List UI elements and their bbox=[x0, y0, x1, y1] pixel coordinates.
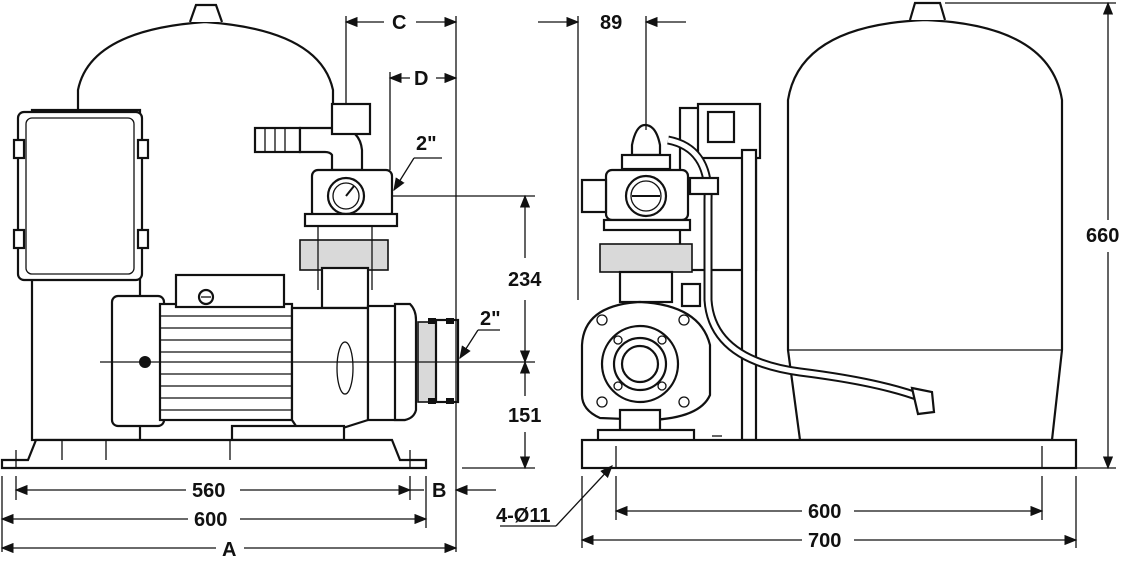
outlet-flange bbox=[434, 318, 460, 404]
motor-end-cap bbox=[110, 294, 166, 428]
dimension-600-left-label: 600 bbox=[194, 509, 227, 531]
pump-casing bbox=[290, 306, 370, 434]
control-box-door bbox=[25, 117, 135, 275]
dimension-d-label: D bbox=[414, 68, 428, 90]
hose-end-fitting bbox=[910, 386, 936, 416]
dimension-c-label: C bbox=[392, 12, 406, 34]
dimension-151-label: 151 bbox=[508, 405, 541, 427]
dimension-a-label: A bbox=[222, 539, 236, 561]
top-cap bbox=[630, 123, 662, 157]
pump-foot bbox=[230, 424, 346, 442]
pressure-switch-side bbox=[330, 102, 372, 136]
terminal-box bbox=[174, 273, 286, 309]
motor-fins bbox=[160, 315, 292, 411]
dimension-560-label: 560 bbox=[192, 480, 225, 502]
control-box-latch-bottom bbox=[136, 228, 150, 250]
side-view-dimensions: C D 2" 2" 234 151 560 B bbox=[0, 12, 542, 561]
tank-top-nozzle bbox=[188, 3, 224, 23]
mounting-holes-label: 4-Ø11 bbox=[496, 505, 550, 527]
dimension-700-label: 700 bbox=[808, 530, 841, 552]
dimension-89-label: 89 bbox=[600, 12, 622, 34]
control-box-latch-top bbox=[136, 138, 150, 160]
dimension-234-label: 234 bbox=[508, 269, 542, 291]
side-gauge-port bbox=[580, 178, 608, 214]
outlet-size-label: 2" bbox=[480, 308, 501, 330]
tank-front bbox=[786, 18, 1064, 442]
control-box-hinge-bottom bbox=[12, 228, 26, 250]
side-view bbox=[0, 3, 535, 470]
dimension-b-label: B bbox=[432, 480, 446, 502]
hose-side-inner bbox=[177, 137, 259, 276]
dimension-660-label: 660 bbox=[1086, 225, 1119, 247]
front-view-dimensions: 89 660 4-Ø11 600 700 bbox=[496, 1, 1119, 552]
control-box bbox=[16, 110, 144, 282]
dimension-600-right-label: 600 bbox=[808, 501, 841, 523]
base-plate-front bbox=[580, 438, 1078, 470]
front-view bbox=[580, 1, 1078, 470]
control-box-hinge-top bbox=[12, 138, 26, 160]
panel-support bbox=[740, 148, 758, 442]
inlet-size-label: 2" bbox=[416, 133, 437, 155]
base-plate-side bbox=[0, 438, 428, 470]
hose-side bbox=[179, 139, 259, 276]
tank-front-nozzle bbox=[908, 1, 947, 21]
hose-fitting bbox=[253, 126, 302, 154]
tank-side bbox=[76, 20, 335, 110]
